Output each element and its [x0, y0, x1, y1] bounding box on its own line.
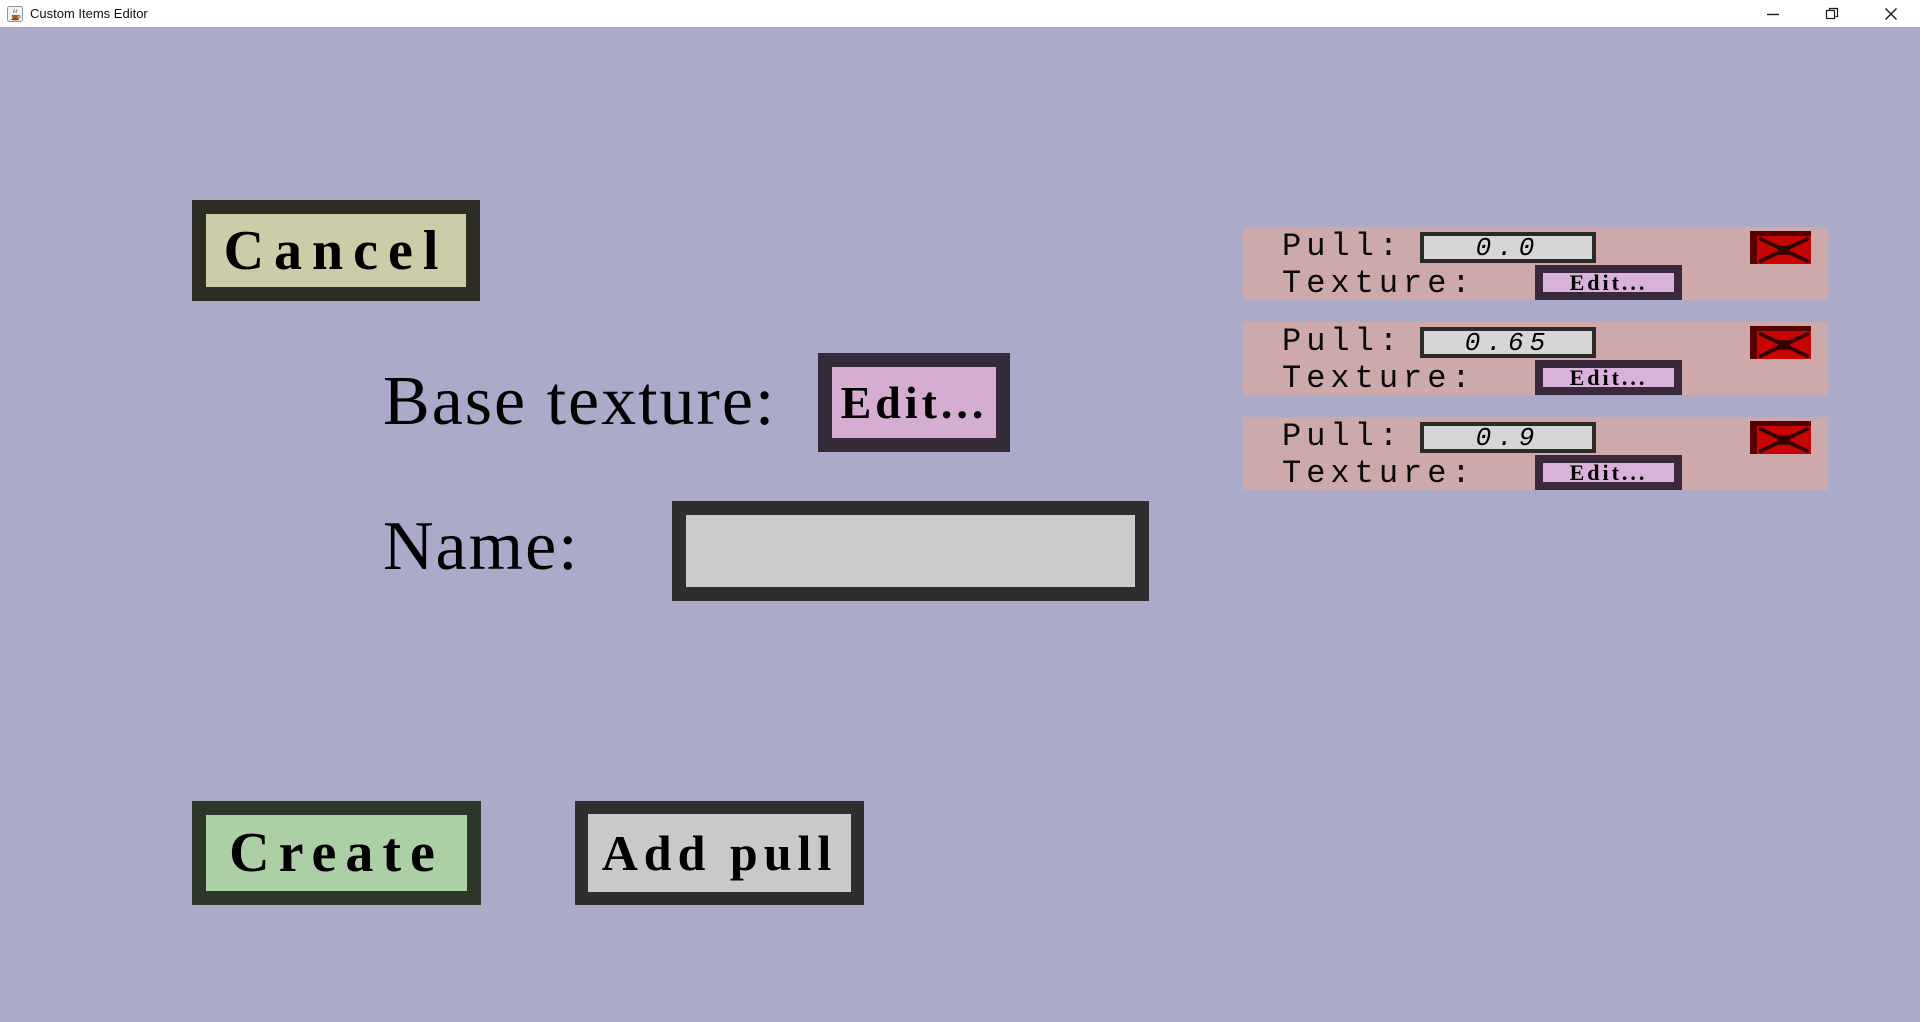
caption-buttons: [1743, 0, 1920, 27]
delete-pull-button[interactable]: [1750, 231, 1811, 264]
red-x-icon: [1758, 236, 1810, 264]
texture-edit-button[interactable]: Edit...: [1535, 455, 1682, 490]
add-pull-button[interactable]: Add pull: [575, 801, 864, 905]
pull-list: Pull: 0.0 Texture: Edit... Pull: 0.65 Te…: [1243, 227, 1828, 512]
maximize-restore-button[interactable]: [1802, 0, 1861, 27]
name-label: Name:: [383, 508, 580, 585]
pull-label: Pull:: [1282, 418, 1404, 455]
close-button[interactable]: [1861, 0, 1920, 27]
base-texture-edit-button[interactable]: Edit...: [818, 353, 1010, 452]
texture-edit-button[interactable]: Edit...: [1535, 265, 1682, 300]
pull-value-field[interactable]: 0.0: [1420, 232, 1596, 263]
create-button[interactable]: Create: [192, 801, 481, 905]
pull-row: Pull: 0.9 Texture: Edit...: [1243, 417, 1828, 490]
pull-value-field[interactable]: 0.9: [1420, 422, 1596, 453]
texture-label: Texture:: [1282, 455, 1476, 492]
base-texture-label: Base texture:: [383, 363, 777, 440]
delete-pull-button[interactable]: [1750, 326, 1811, 359]
texture-label: Texture:: [1282, 265, 1476, 302]
window-title: Custom Items Editor: [30, 6, 148, 21]
red-x-icon: [1758, 331, 1810, 359]
pull-label: Pull:: [1282, 228, 1404, 265]
pull-value-field[interactable]: 0.65: [1420, 327, 1596, 358]
name-input[interactable]: [672, 501, 1149, 601]
restore-icon: [1825, 7, 1838, 19]
titlebar[interactable]: Custom Items Editor: [0, 0, 1920, 28]
texture-label: Texture:: [1282, 360, 1476, 397]
red-x-icon: [1758, 426, 1810, 454]
minimize-button[interactable]: [1743, 0, 1802, 27]
pull-row: Pull: 0.0 Texture: Edit...: [1243, 227, 1828, 300]
pull-label: Pull:: [1282, 323, 1404, 360]
texture-edit-button[interactable]: Edit...: [1535, 360, 1682, 395]
delete-pull-button[interactable]: [1750, 421, 1811, 454]
cancel-button[interactable]: Cancel: [192, 200, 480, 301]
minimize-icon: [1766, 13, 1779, 15]
close-icon: [1884, 7, 1897, 20]
pull-row: Pull: 0.65 Texture: Edit...: [1243, 322, 1828, 395]
java-coffee-cup-icon: [7, 5, 23, 22]
